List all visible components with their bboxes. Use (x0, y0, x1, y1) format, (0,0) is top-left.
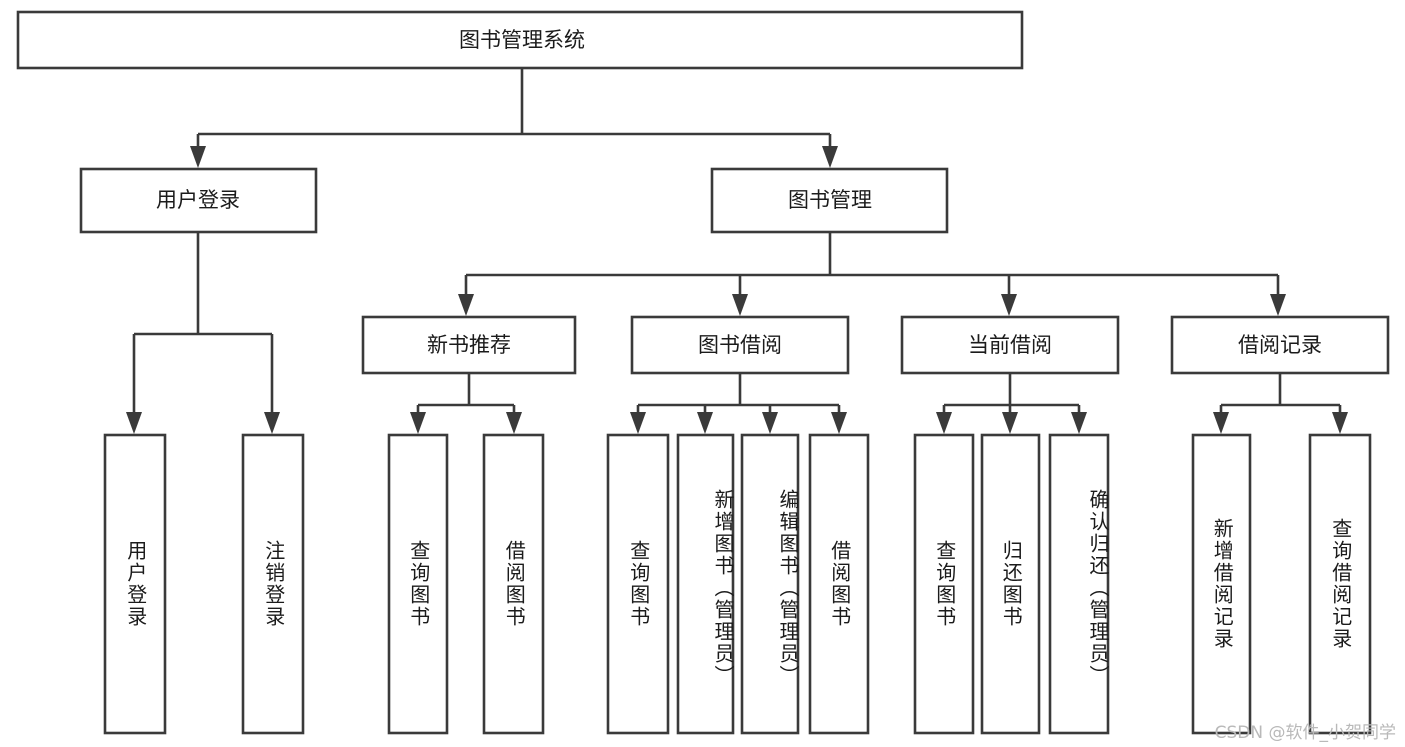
leaf-box-query-book-1[interactable] (387, 433, 449, 735)
leaf-box-edit-book-admin[interactable] (740, 433, 800, 735)
node-book-borrow-label: 图书借阅 (698, 333, 782, 357)
arrow-nbr-leaf-2 (506, 412, 522, 434)
leaf-box-return-book[interactable] (980, 433, 1041, 735)
node-current-borrow-box[interactable] (900, 315, 1120, 375)
arrow-br-leaf-1 (1213, 412, 1229, 434)
arrow-nbr-leaf-1 (410, 412, 426, 434)
arrow-bb-leaf-3 (762, 412, 778, 434)
node-root[interactable]: 图书管理系统 (16, 10, 1024, 70)
arrow-bb-leaf-1 (630, 412, 646, 434)
arrow-user-login-leaf-1 (126, 412, 142, 434)
node-user-login-box[interactable] (79, 167, 318, 234)
node-book-manage-label: 图书管理 (788, 188, 872, 212)
arrow-user-login-leaf-2 (264, 412, 280, 434)
leaf-box-query-book-3[interactable] (913, 433, 975, 735)
node-user-login[interactable]: 用户登录 (79, 167, 318, 234)
arrow-bm-new-book-recommend (458, 294, 474, 316)
arrow-root-to-book-manage (822, 146, 838, 168)
arrow-root-to-user-login (190, 146, 206, 168)
arrow-cb-leaf-1 (936, 412, 952, 434)
leaf-box-user-login[interactable] (103, 433, 167, 735)
node-new-book-recommend-box[interactable] (361, 315, 577, 375)
node-new-book-recommend-label: 新书推荐 (427, 333, 511, 357)
node-current-borrow-label: 当前借阅 (968, 333, 1052, 357)
leaf-box-query-borrow-record[interactable] (1308, 433, 1372, 735)
node-root-box[interactable] (16, 10, 1024, 70)
node-book-manage-box[interactable] (710, 167, 949, 234)
node-borrow-record-box[interactable] (1170, 315, 1390, 375)
arrow-bb-leaf-4 (831, 412, 847, 434)
leaf-box-query-book-2[interactable] (606, 433, 670, 735)
leaf-box-confirm-return-admin[interactable] (1048, 433, 1110, 735)
arrow-bm-borrow-record (1270, 294, 1286, 316)
connector-layer (126, 68, 1348, 434)
arrow-br-leaf-2 (1332, 412, 1348, 434)
node-book-borrow[interactable]: 图书借阅 (630, 315, 850, 375)
node-current-borrow[interactable]: 当前借阅 (900, 315, 1120, 375)
arrow-bm-book-borrow (732, 294, 748, 316)
leaf-box-add-borrow-record[interactable] (1191, 433, 1252, 735)
arrow-cb-leaf-3 (1071, 412, 1087, 434)
node-book-borrow-box[interactable] (630, 315, 850, 375)
leaf-box-borrow-book-2[interactable] (808, 433, 870, 735)
node-user-login-label: 用户登录 (156, 188, 240, 212)
node-new-book-recommend[interactable]: 新书推荐 (361, 315, 577, 375)
node-book-manage[interactable]: 图书管理 (710, 167, 949, 234)
leaf-box-add-book-admin[interactable] (676, 433, 735, 735)
arrow-cb-leaf-2 (1002, 412, 1018, 434)
leaf-box-layer (103, 433, 1372, 735)
node-root-label: 图书管理系统 (459, 28, 585, 52)
leaf-box-borrow-book-1[interactable] (482, 433, 545, 735)
arrow-bb-leaf-2 (697, 412, 713, 434)
leaf-box-logout-login[interactable] (241, 433, 305, 735)
arrow-bm-current-borrow (1001, 294, 1017, 316)
node-borrow-record-label: 借阅记录 (1238, 333, 1322, 357)
csdn-watermark: CSDN @软件_小贺同学 (1214, 723, 1396, 743)
node-borrow-record[interactable]: 借阅记录 (1170, 315, 1390, 375)
